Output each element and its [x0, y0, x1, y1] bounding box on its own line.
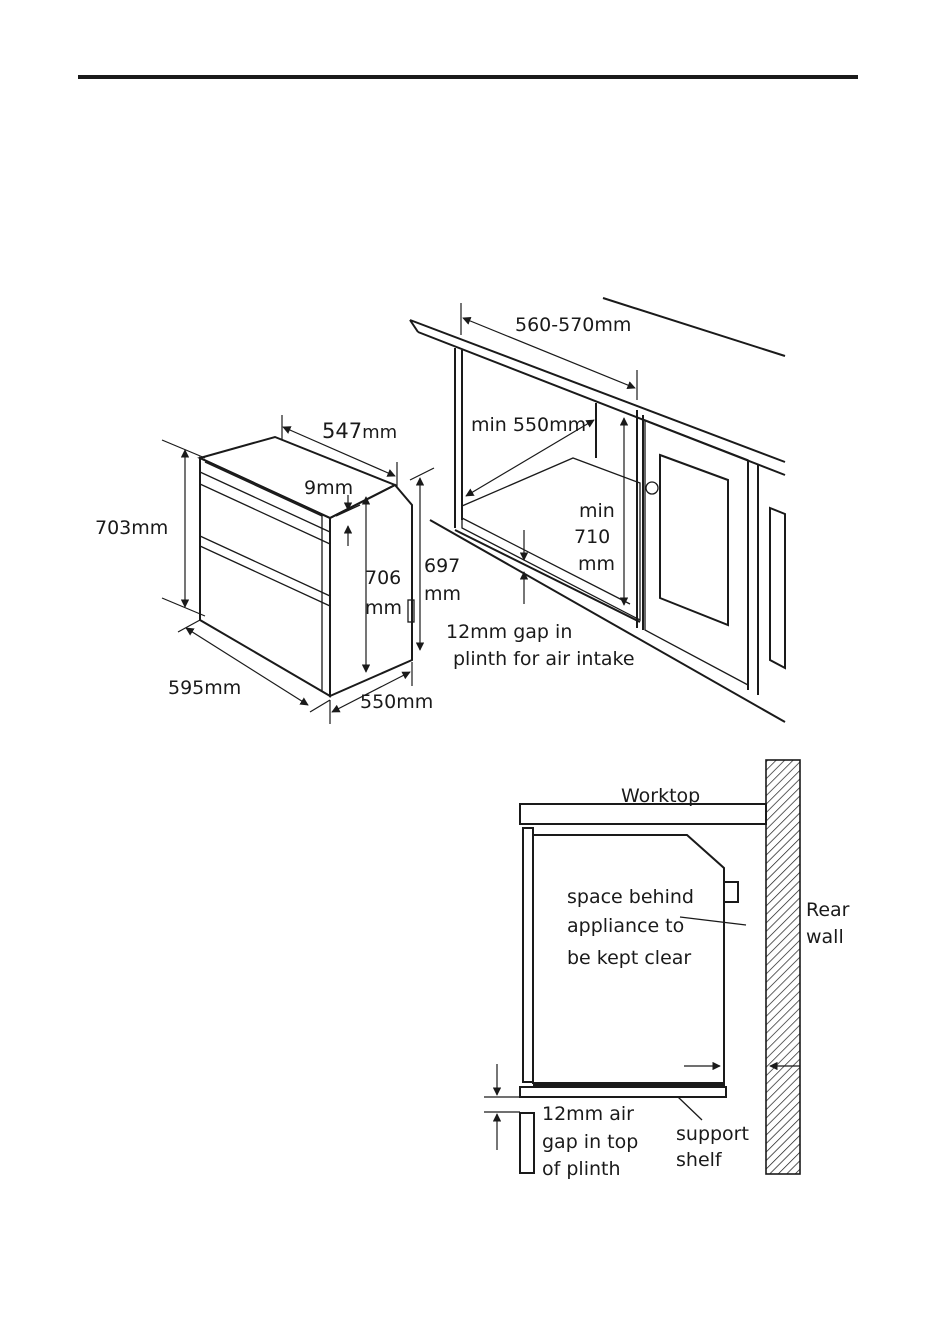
appliance-depth-top-label: 547mm [322, 419, 397, 443]
support-shelf-label-line1: support [676, 1123, 749, 1145]
appliance-front-thickness-label: 9mm [304, 477, 353, 499]
appliance-height-body-line1: 706 [365, 567, 401, 589]
appliance-depth-top-value: 547 [322, 419, 362, 443]
air-gap-label-line2: gap in top [542, 1131, 638, 1153]
worktop-label: Worktop [621, 785, 700, 807]
appliance-height-rear-line2: mm [424, 583, 461, 605]
appliance-depth-bottom-label: 550mm [360, 691, 433, 713]
rear-wall-label-line1: Rear [806, 899, 850, 921]
air-gap-label-line1: 12mm air [542, 1103, 634, 1125]
appliance-height-total-label: 703mm [95, 517, 168, 539]
space-behind-line3: be kept clear [567, 947, 691, 969]
appliance-height-body-line2: mm [365, 597, 402, 619]
support-shelf-label-line2: shelf [676, 1149, 723, 1171]
rear-wall-hatch [766, 760, 800, 1174]
cabinet-plinth-gap-line2: plinth for air intake [453, 648, 635, 670]
appliance-height-rear-line1: 697 [424, 555, 460, 577]
cabinet-min-height-line2: 710 [574, 526, 610, 548]
space-behind-line1: space behind [567, 886, 694, 908]
cabinet-min-height-line1: min [579, 500, 615, 522]
space-behind-line2: appliance to [567, 915, 684, 937]
cabinet-min-depth-label: min 550mm [471, 414, 586, 436]
air-gap-label-line3: of plinth [542, 1158, 621, 1180]
cabinet-plinth-gap-line1: 12mm gap in [446, 621, 572, 643]
cabinet-min-height-line3: mm [578, 553, 615, 575]
appliance-depth-top-unit: mm [362, 422, 397, 443]
cabinet-opening-width-label: 560-570mm [515, 314, 631, 336]
rear-wall-label-line2: wall [806, 926, 844, 948]
appliance-width-label: 595mm [168, 677, 241, 699]
